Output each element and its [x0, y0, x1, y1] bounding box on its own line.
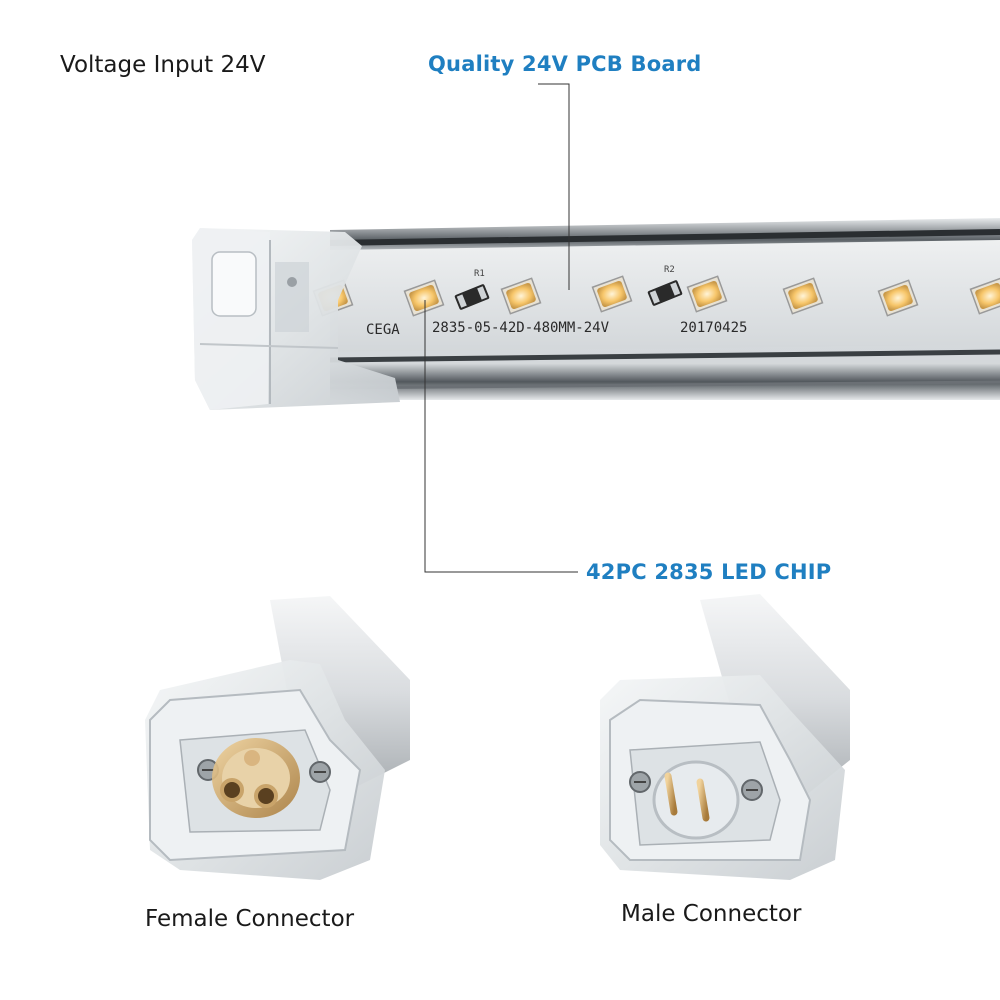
light-bar: CEGA 2835-05-42D-480MM-24V 20170425 R1 R…: [192, 218, 1000, 410]
male-connector-label: Male Connector: [621, 901, 802, 927]
led-chip: [500, 277, 542, 315]
led-chip-label: 42PC 2835 LED CHIP: [586, 560, 832, 584]
pcb-board-label: Quality 24V PCB Board: [428, 52, 702, 76]
pcb-date-print: 20170425: [680, 320, 747, 336]
female-connector-label: Female Connector: [145, 906, 355, 932]
female-connector: [145, 596, 410, 880]
voltage-input-label: Voltage Input 24V: [60, 52, 266, 78]
pcb-r1-print: R1: [474, 269, 485, 279]
callout-pcb: [538, 83, 570, 290]
resistor-r2: [647, 280, 683, 306]
led-chip: [782, 277, 824, 315]
pcb-brand-print: CEGA: [366, 322, 400, 338]
led-chip: [403, 279, 445, 317]
callout-led: [424, 300, 578, 573]
led-chip: [591, 275, 633, 313]
end-cap: [192, 228, 400, 410]
male-connector: [600, 594, 850, 880]
pcb-model-print: 2835-05-42D-480MM-24V: [432, 320, 610, 336]
pcb-r2-print: R2: [664, 265, 675, 275]
led-chip: [686, 275, 728, 313]
led-chip: [877, 279, 919, 317]
resistor-r1: [454, 284, 490, 310]
